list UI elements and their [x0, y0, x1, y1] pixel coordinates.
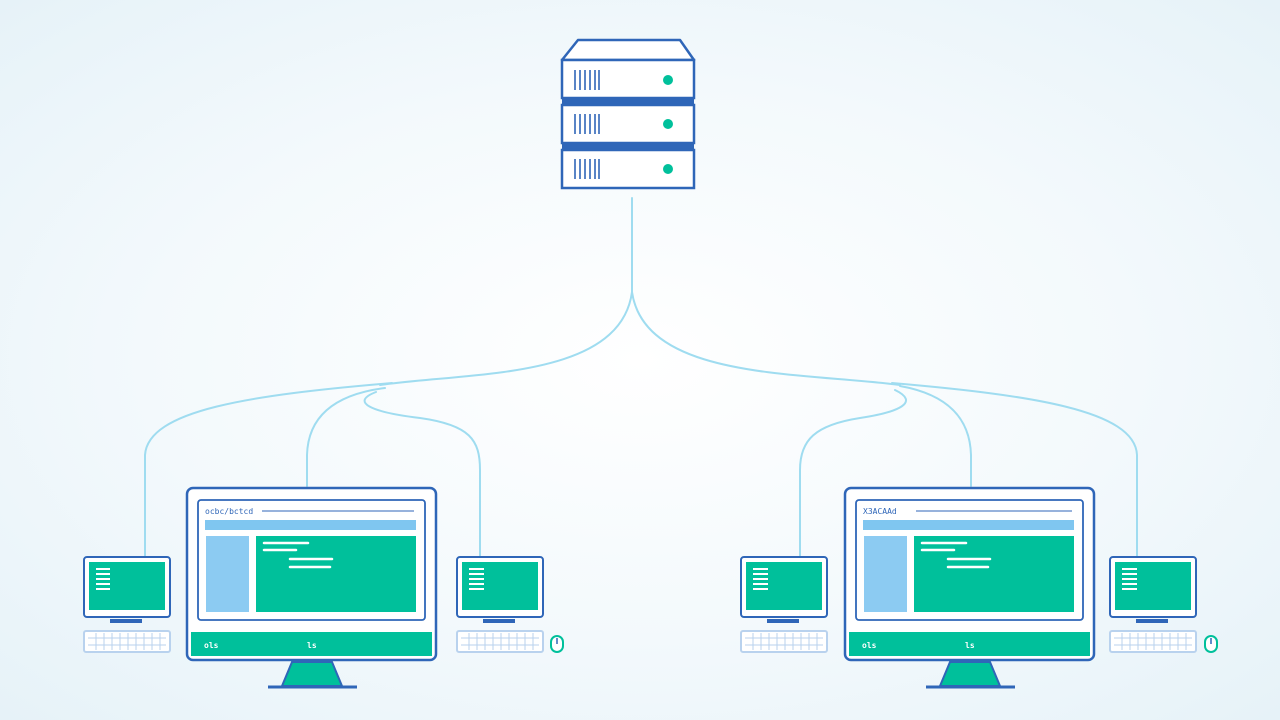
- workstation-status-left: ols: [204, 641, 219, 650]
- workstation-stand: [938, 661, 1002, 687]
- small-monitor-icon: [1109, 556, 1197, 623]
- cable-left-branch: [379, 291, 633, 386]
- keyboard-icon: [456, 630, 544, 653]
- workstation-sidebar: [864, 536, 907, 612]
- cable-left-workstation: [306, 387, 386, 487]
- workstation-status-left: ols: [862, 641, 877, 650]
- server-gap-1: [562, 98, 694, 105]
- small-monitor-icon: [456, 556, 544, 623]
- cable-right-terminal-1: [799, 389, 908, 557]
- server-top: [560, 38, 696, 62]
- server-unit-2: [560, 103, 696, 145]
- cable-left-terminal-2: [363, 391, 481, 557]
- workstation-toolbar: [863, 520, 1074, 530]
- workstation-content: [914, 536, 1074, 612]
- workstation-toolbar: [205, 520, 416, 530]
- mouse-icon: [1204, 635, 1218, 653]
- keyboard-icon: [83, 630, 171, 653]
- cable-left-terminal-1: [144, 382, 393, 557]
- workstation-status-mid: ls: [965, 641, 975, 650]
- server-rack-icon: [560, 38, 696, 190]
- workstation-content: [256, 536, 416, 612]
- small-monitor-icon: [740, 556, 828, 623]
- workstation-sidebar: [206, 536, 249, 612]
- workstation-title: ocbc/bctcd: [205, 507, 253, 516]
- desktop-monitor-icon: X3ACAAd ols ls: [843, 486, 1096, 689]
- server-led-2: [663, 119, 673, 129]
- server-vents: [574, 70, 600, 179]
- server-unit-1: [560, 58, 696, 100]
- workstation-stand: [280, 661, 344, 687]
- cable-right-workstation: [899, 385, 972, 487]
- cable-right-branch: [631, 291, 901, 386]
- cable-right-terminal-2: [891, 382, 1138, 557]
- small-monitor-icon: [83, 556, 171, 623]
- workstation-status-mid: ls: [307, 641, 317, 650]
- desktop-monitor-icon: ocbc/bctcd ols ls: [185, 486, 438, 689]
- server-gap-2: [562, 143, 694, 150]
- server-led-1: [663, 75, 673, 85]
- workstation-status-bar: [849, 632, 1090, 656]
- cables: [144, 197, 1138, 557]
- keyboard-icon: [1109, 630, 1197, 653]
- keyboard-icon: [740, 630, 828, 653]
- workstation-title: X3ACAAd: [863, 507, 897, 516]
- workstation-status-bar: [191, 632, 432, 656]
- server-led-3: [663, 164, 673, 174]
- server-unit-3: [560, 148, 696, 190]
- mouse-icon: [550, 635, 564, 653]
